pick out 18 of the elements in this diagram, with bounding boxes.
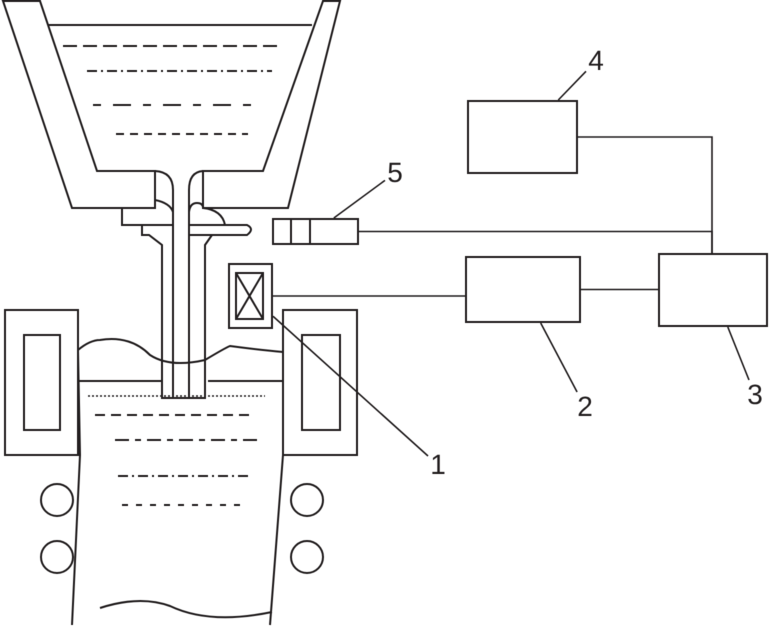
leader-line — [272, 316, 429, 457]
leader-line — [558, 70, 587, 101]
callout-number: 2 — [575, 392, 595, 422]
sensor-coil — [228, 263, 273, 329]
device-box — [465, 256, 581, 323]
leader-line — [540, 322, 578, 392]
sensor-unit — [272, 218, 359, 245]
device-box — [658, 253, 768, 327]
leader-line — [727, 326, 750, 380]
callout-number: 1 — [428, 450, 448, 480]
callout-number: 4 — [586, 46, 606, 76]
callout-number: 5 — [385, 158, 405, 188]
device-box — [467, 100, 578, 174]
wire — [359, 230, 713, 253]
leader-line — [333, 180, 386, 219]
callout-number: 3 — [745, 380, 765, 410]
wire — [581, 288, 658, 290]
wire — [273, 295, 465, 297]
